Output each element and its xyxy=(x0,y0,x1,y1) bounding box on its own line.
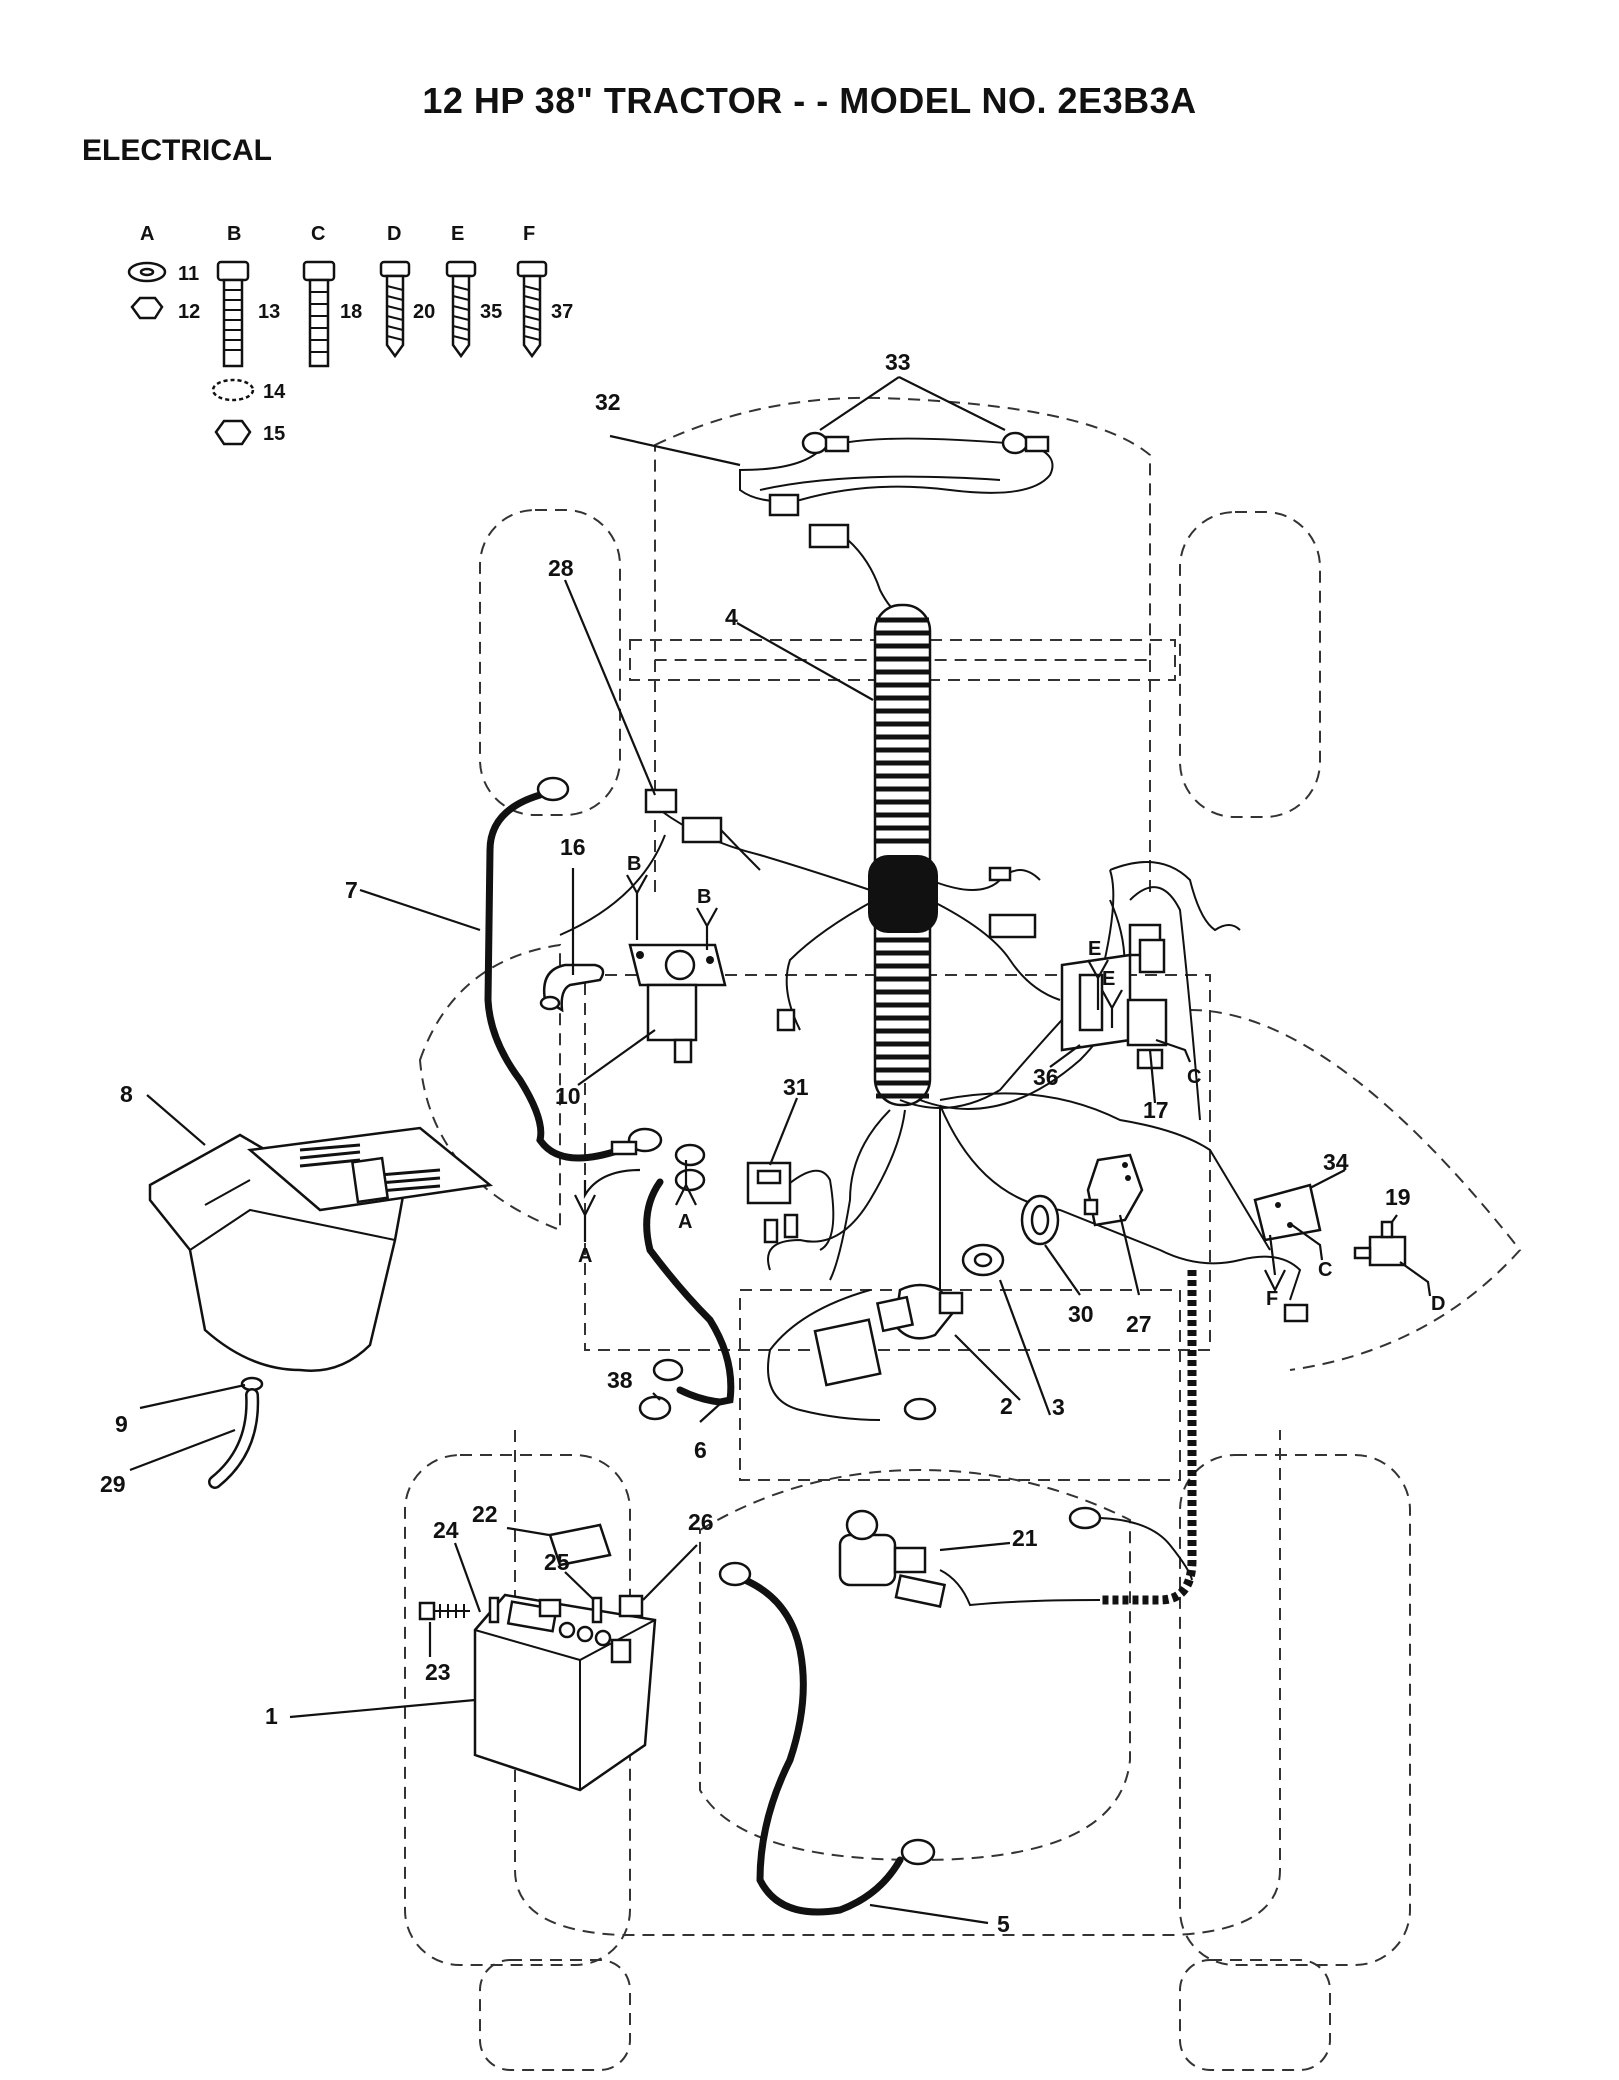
callout-1: 1 xyxy=(265,1703,278,1729)
hardware-part-number: 37 xyxy=(551,301,573,323)
ring-terminal-38 xyxy=(638,1395,672,1421)
hardware-key-letter: C xyxy=(311,223,325,245)
battery xyxy=(473,1593,657,1792)
hardware-key-letter: B xyxy=(227,223,241,245)
callout-21: 21 xyxy=(1012,1525,1038,1551)
page-title: 12 HP 38" TRACTOR - - MODEL NO. 2E3B3A xyxy=(422,80,1197,121)
hardware-part-number: 20 xyxy=(413,301,435,323)
callout-leaders xyxy=(129,376,1398,1925)
ignition-switch xyxy=(813,1283,964,1421)
battery-cable-6 xyxy=(643,1178,735,1406)
headlight-bulb-icon xyxy=(801,431,850,455)
coiled-cable xyxy=(939,1270,1197,1607)
pto-switch xyxy=(838,1506,1193,1609)
ring-terminal-icon xyxy=(900,1838,936,1866)
hardware-key-letter: A xyxy=(140,223,154,245)
callout-8: 8 xyxy=(120,1081,133,1107)
bolt-icon xyxy=(216,260,250,368)
hardware-ref-label: D xyxy=(1431,1293,1445,1315)
hardware-part-number: 13 xyxy=(258,301,280,323)
battery-cable-7 xyxy=(484,791,634,1162)
hardware-ref-label: A xyxy=(678,1211,692,1233)
callout-19: 19 xyxy=(1385,1184,1411,1210)
seat-switch-bracket xyxy=(1253,1183,1322,1242)
section-label: ELECTRICAL xyxy=(82,134,272,167)
interlock-switch xyxy=(1083,1153,1144,1227)
callout-22: 22 xyxy=(472,1501,498,1527)
callout-32: 32 xyxy=(595,389,621,415)
callout-36: 36 xyxy=(1033,1064,1059,1090)
battery-box xyxy=(148,1126,493,1372)
callout-10: 10 xyxy=(555,1083,581,1109)
hardware-ref-symbols: A A B B C C D E E F xyxy=(574,853,1445,1315)
callout-31: 31 xyxy=(783,1074,809,1100)
hardware-key-letter: D xyxy=(387,223,401,245)
tractor-outline xyxy=(404,396,1522,2071)
screw-icon xyxy=(445,260,477,359)
callout-3: 3 xyxy=(1052,1394,1065,1420)
hardware-part-number: 15 xyxy=(263,423,285,445)
ring-terminal-icon xyxy=(652,1143,706,1382)
bolt-icon xyxy=(302,260,336,368)
hardware-ref-label: B xyxy=(697,886,711,908)
harness-connector xyxy=(644,788,761,871)
hex-nut-icon xyxy=(130,296,164,320)
plunger-switch xyxy=(1353,1220,1407,1267)
callout-33: 33 xyxy=(885,349,911,375)
callout-38: 38 xyxy=(607,1367,633,1393)
hardware-part-number: 14 xyxy=(263,381,286,403)
hardware-part-number: 18 xyxy=(340,301,362,323)
hardware-ref-label: A xyxy=(578,1245,592,1267)
solenoid xyxy=(628,943,727,1064)
callout-2: 2 xyxy=(1000,1393,1013,1419)
hardware-key-letter: F xyxy=(523,223,535,245)
solenoid-bracket xyxy=(539,963,605,1013)
hardware-ref-label: B xyxy=(627,853,641,875)
screw-icon xyxy=(379,260,411,359)
hardware-part-number: 35 xyxy=(480,301,502,323)
screw-icon xyxy=(516,260,548,359)
callout-34: 34 xyxy=(1323,1149,1349,1175)
ring-terminal-icon xyxy=(1068,1506,1102,1530)
hardware-part-number: 11 xyxy=(178,263,199,285)
switch xyxy=(746,1161,835,1251)
callout-7: 7 xyxy=(345,877,358,903)
callout-23: 23 xyxy=(425,1659,451,1685)
hardware-ref-label: E xyxy=(1102,968,1115,990)
ring-terminal-icon xyxy=(718,1561,752,1587)
callout-27: 27 xyxy=(1126,1311,1152,1337)
callout-25: 25 xyxy=(544,1549,570,1575)
hardware-ref-label: C xyxy=(1187,1066,1201,1088)
hardware-part-number: 12 xyxy=(178,301,200,323)
hardware-ref-label: E xyxy=(1088,938,1101,960)
callout-17: 17 xyxy=(1143,1097,1169,1123)
ring-terminal-icon xyxy=(527,776,570,802)
hex-nut-icon xyxy=(214,419,252,446)
vent-tube xyxy=(208,1376,264,1489)
lock-washer-icon xyxy=(211,378,255,402)
callout-24: 24 xyxy=(433,1517,459,1543)
ring-terminal-icon xyxy=(610,1127,663,1156)
callout-4: 4 xyxy=(725,604,738,630)
callout-16: 16 xyxy=(560,834,586,860)
battery-hardware xyxy=(418,1523,644,1624)
callout-30: 30 xyxy=(1068,1301,1094,1327)
ring-terminal-icon xyxy=(903,1397,937,1421)
callout-29: 29 xyxy=(100,1471,126,1497)
headlight-bulb-icon xyxy=(1001,431,1050,455)
hardware-ref-label: C xyxy=(1318,1259,1332,1281)
wiring-harness xyxy=(559,431,1309,1421)
callout-5: 5 xyxy=(997,1911,1010,1937)
corrugated-harness-loom xyxy=(868,603,938,1107)
hardware-key-letter: E xyxy=(451,223,464,245)
callout-6: 6 xyxy=(694,1437,707,1463)
callout-28: 28 xyxy=(548,555,574,581)
callout-26: 26 xyxy=(688,1509,714,1535)
hardware-ref-label: F xyxy=(1266,1288,1278,1310)
battery-cable-5 xyxy=(741,1576,904,1916)
callout-9: 9 xyxy=(115,1411,128,1437)
hardware-key: A B C D E F 11 12 13 14 15 18 xyxy=(127,223,573,446)
callout-labels: 1 2 3 4 5 6 7 8 9 10 16 17 19 21 22 23 2… xyxy=(100,349,1411,1937)
